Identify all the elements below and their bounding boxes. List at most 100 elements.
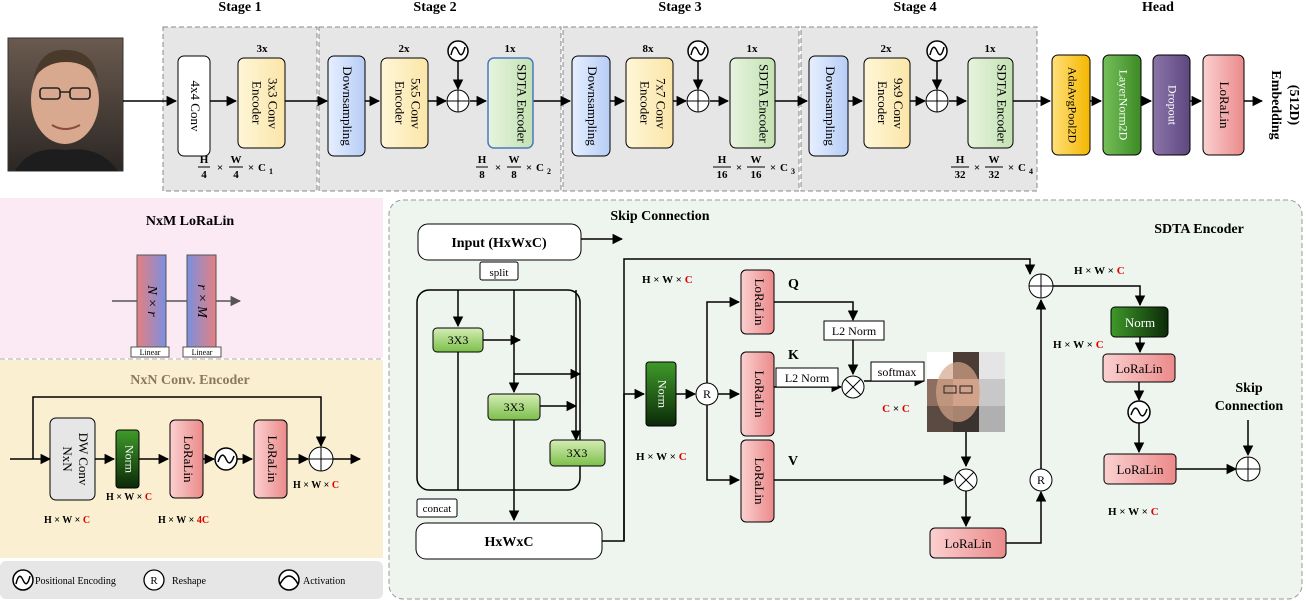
split-tag	[479, 261, 519, 281]
l2norm-k-tag	[775, 367, 839, 388]
svg-text:8: 8	[511, 169, 517, 181]
cxc-label: C × C	[882, 403, 910, 415]
svg-text:32: 32	[955, 169, 967, 181]
dims-s2: H 8 × W 8 × C 2	[476, 154, 551, 181]
svg-text:C: C	[258, 162, 266, 174]
legend-reshape: Reshape	[172, 576, 206, 587]
sdta-panel	[388, 199, 1303, 600]
svg-text:W: W	[989, 154, 1000, 166]
loralin-label-conv-2: LoRaLin	[265, 436, 280, 483]
linear-tag-left-label: Linear	[140, 348, 161, 357]
skip-connection-right-1: Skip	[1235, 381, 1262, 396]
loralin-v-block	[740, 439, 775, 523]
legend-reshape-icon	[143, 569, 165, 591]
hwc-label: HxWxC	[485, 535, 534, 550]
embedding-dim-label: (512D)	[1286, 85, 1301, 126]
concat-tag	[416, 498, 458, 518]
dim-after-norm: H × W × C	[106, 492, 152, 503]
stage3-repeat-conv: 8x	[643, 43, 655, 55]
conv3x3-label-1: 3X3	[448, 333, 469, 347]
svg-text:C: C	[780, 162, 788, 174]
enc5x5-block	[380, 57, 429, 149]
loralin-panel-title: NxM LoRaLin	[146, 214, 235, 229]
l2norm-q-tag	[823, 320, 885, 341]
stage1-label: Stage 1	[218, 0, 261, 15]
stage4-repeat-conv: 2x	[881, 43, 893, 55]
stage4-label: Stage 4	[893, 0, 936, 15]
adaavgpool-block	[1051, 54, 1091, 156]
svg-text:W: W	[231, 154, 242, 166]
svg-text:H: H	[718, 154, 727, 166]
k-label: K	[788, 348, 799, 363]
svg-text:W: W	[509, 154, 520, 166]
legend-positional-encoding-icon	[12, 569, 34, 591]
layernorm-block	[1102, 54, 1142, 156]
sdta-label-s3: SDTA Encoder	[756, 63, 772, 143]
svg-text:H: H	[478, 154, 487, 166]
downsampling-block-s4	[808, 55, 849, 157]
svg-text:C: C	[536, 162, 544, 174]
conv3x3-label-3: 3X3	[567, 446, 588, 460]
skip-connection-top-label: Skip Connection	[610, 209, 709, 224]
svg-text:×: ×	[770, 162, 776, 174]
stage2-label: Stage 2	[413, 0, 456, 15]
positional-encoding-icon-s2	[447, 40, 469, 62]
input-label: Input (HxWxC)	[451, 236, 547, 251]
loralin-k-block	[740, 351, 775, 437]
downsampling-label-s3: Downsampling	[585, 66, 600, 146]
downsampling-label-s2: Downsampling	[340, 66, 355, 146]
softmax-label: softmax	[878, 365, 917, 379]
legend-activation-icon	[278, 569, 300, 591]
dims-s1: H 4 × W 4 × C 1	[198, 154, 273, 181]
dim-skip-sdta: H × W × C	[642, 274, 693, 286]
linear-tag-right	[182, 346, 222, 358]
enc3x3-label: 3x3 Conv Encoder	[249, 77, 281, 129]
downsampling-block-s3	[571, 55, 611, 157]
legend-reshape-symbol: R	[150, 575, 158, 587]
linear-tag-left	[130, 346, 170, 358]
loralin-right-label-2: LoRaLin	[1117, 462, 1164, 477]
positional-encoding-icon-s4	[926, 40, 948, 62]
dim-add-out: H × W × C	[1074, 265, 1125, 277]
svg-text:32: 32	[989, 169, 1001, 181]
split-label: split	[490, 267, 509, 279]
dwconv-label-1: NxN	[60, 446, 75, 472]
reshape-symbol-2: R	[1037, 473, 1045, 487]
svg-text:4: 4	[233, 169, 239, 181]
enc9x9-block	[863, 57, 911, 149]
svg-text:2: 2	[547, 167, 551, 176]
stage3-repeat-sdta: 1x	[747, 43, 759, 55]
q-label: Q	[788, 277, 799, 292]
svg-text:4: 4	[201, 169, 207, 181]
input-face-image	[7, 37, 124, 172]
v-label: V	[788, 454, 798, 469]
loralin-q-label: LoRaLin	[752, 279, 767, 326]
loralin-v-label: LoRaLin	[752, 458, 767, 505]
dropout-block	[1152, 54, 1191, 156]
attention-map-image	[927, 352, 1005, 432]
svg-text:×: ×	[217, 162, 223, 174]
conv-encoder-title: NxN Conv. Encoder	[130, 373, 249, 388]
conv3x3-block-1	[432, 327, 484, 353]
skip-connection-right-2: Connection	[1215, 399, 1284, 414]
loralin-out-label: LoRaLin	[945, 536, 992, 551]
svg-text:C: C	[1018, 162, 1026, 174]
concat-label: concat	[423, 503, 452, 515]
layernorm-label: LayerNorm2D	[1116, 70, 1130, 141]
svg-text:4: 4	[1029, 167, 1033, 176]
svg-text:×: ×	[736, 162, 742, 174]
dim-norm-right: H × W × C	[1053, 339, 1104, 351]
embedding-label: Embedding	[1268, 70, 1283, 139]
svg-text:16: 16	[751, 169, 763, 181]
loralin-k-label: LoRaLin	[752, 371, 767, 418]
activation-icon-sdta	[1127, 400, 1151, 424]
svg-text:×: ×	[1008, 162, 1014, 174]
enc5x5-label: 5x5 Conv Encoder	[392, 77, 424, 129]
dim-after-loralin: H × W × 4C	[158, 515, 209, 526]
sdta-block-s2	[487, 57, 534, 149]
svg-text:3: 3	[791, 167, 795, 176]
loralin-bar-left-label: N × r	[144, 284, 159, 317]
enc7x7-label: 7x7 Conv Encoder	[637, 77, 669, 129]
